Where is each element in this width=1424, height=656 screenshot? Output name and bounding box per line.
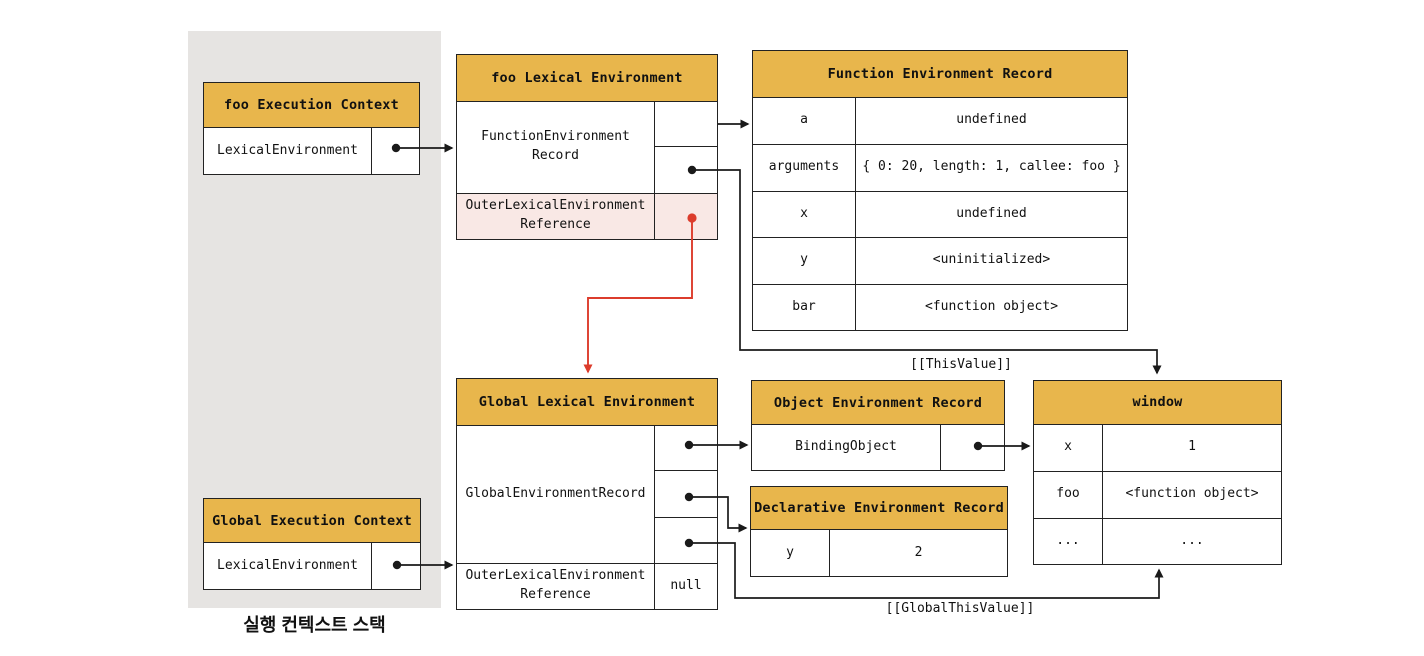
fer-row-key: y [753, 237, 856, 284]
global-ec-pointer-cell [372, 543, 420, 589]
der-row-key: y [751, 530, 830, 576]
function-environment-record-cell: FunctionEnvironment Record [457, 101, 655, 193]
global-execution-context-title: Global Execution Context [204, 499, 420, 543]
declarative-environment-record-title: Declarative Environment Record [751, 487, 1007, 530]
global-execution-context-box: Global Execution Context LexicalEnvironm… [203, 498, 421, 590]
window-row-key: x [1034, 424, 1103, 471]
global-ec-lexical-environment-cell: LexicalEnvironment [204, 543, 372, 589]
window-object-box: window x 1 foo <function object> ... ... [1033, 380, 1282, 565]
global-environment-record-cell: GlobalEnvironmentRecord [457, 425, 655, 563]
oer-pointer-cell [941, 425, 1004, 470]
foo-execution-context-box: foo Execution Context LexicalEnvironment [203, 82, 420, 175]
object-environment-record-title: Object Environment Record [752, 381, 1004, 425]
window-row-key: ... [1034, 517, 1103, 564]
window-row-value: ... [1103, 517, 1281, 565]
foo-le-outer-pointer-cell [655, 192, 717, 239]
arrow-outer-reference-to-gle-red [583, 218, 693, 374]
foo-le-pointer-cell-2 [655, 147, 717, 193]
window-row-value: <function object> [1103, 471, 1281, 518]
window-object-title: window [1034, 381, 1281, 425]
window-row-key: foo [1034, 471, 1103, 518]
window-row-value: 1 [1188, 439, 1196, 455]
der-row-value: 2 [914, 544, 923, 560]
fer-row-value: <function object> [856, 283, 1127, 331]
fer-row-key: arguments [753, 144, 856, 191]
declarative-environment-record-box: Declarative Environment Record y 2 [750, 486, 1008, 577]
fer-row-key: x [753, 190, 856, 237]
this-value-label: [[ThisValue]] [910, 357, 1012, 372]
fer-row-value: undefined [956, 112, 1027, 128]
function-environment-record-box: Function Environment Record a undefined … [752, 50, 1128, 331]
binding-object-cell: BindingObject [752, 425, 941, 470]
stack-caption: 실행 컨텍스트 스택 [243, 615, 386, 635]
function-environment-record-title: Function Environment Record [753, 51, 1127, 98]
fer-row-value: { 0: 20, length: 1, callee: foo } [856, 144, 1127, 191]
global-lexical-environment-title: Global Lexical Environment [457, 379, 717, 426]
fer-row-value: undefined [856, 190, 1127, 238]
fer-row-key: a [753, 97, 856, 144]
gle-outer-reference-cell: OuterLexicalEnvironment Reference [457, 562, 655, 609]
foo-ec-lexical-environment-cell: LexicalEnvironment [204, 128, 372, 174]
foo-lexical-environment-title: foo Lexical Environment [457, 55, 717, 102]
gle-outer-value-cell: null [655, 562, 717, 610]
fer-row-value: <uninitialized> [856, 237, 1127, 284]
global-this-value-label: [[GlobalThisValue]] [885, 601, 1035, 616]
foo-le-pointer-cell-1 [655, 102, 717, 147]
gle-pointer-cell-3 [655, 518, 717, 563]
global-lexical-environment-box: Global Lexical Environment GlobalEnviron… [456, 378, 718, 610]
object-environment-record-box: Object Environment Record BindingObject [751, 380, 1005, 471]
foo-lexical-environment-box: foo Lexical Environment FunctionEnvironm… [456, 54, 718, 240]
foo-ec-pointer-cell [372, 128, 419, 174]
foo-le-outer-reference-cell: OuterLexicalEnvironment Reference [457, 192, 655, 239]
fer-row-key: bar [753, 283, 856, 330]
gle-pointer-cell-1 [655, 426, 717, 471]
gle-pointer-cell-2 [655, 471, 717, 518]
foo-execution-context-title: foo Execution Context [204, 83, 419, 128]
